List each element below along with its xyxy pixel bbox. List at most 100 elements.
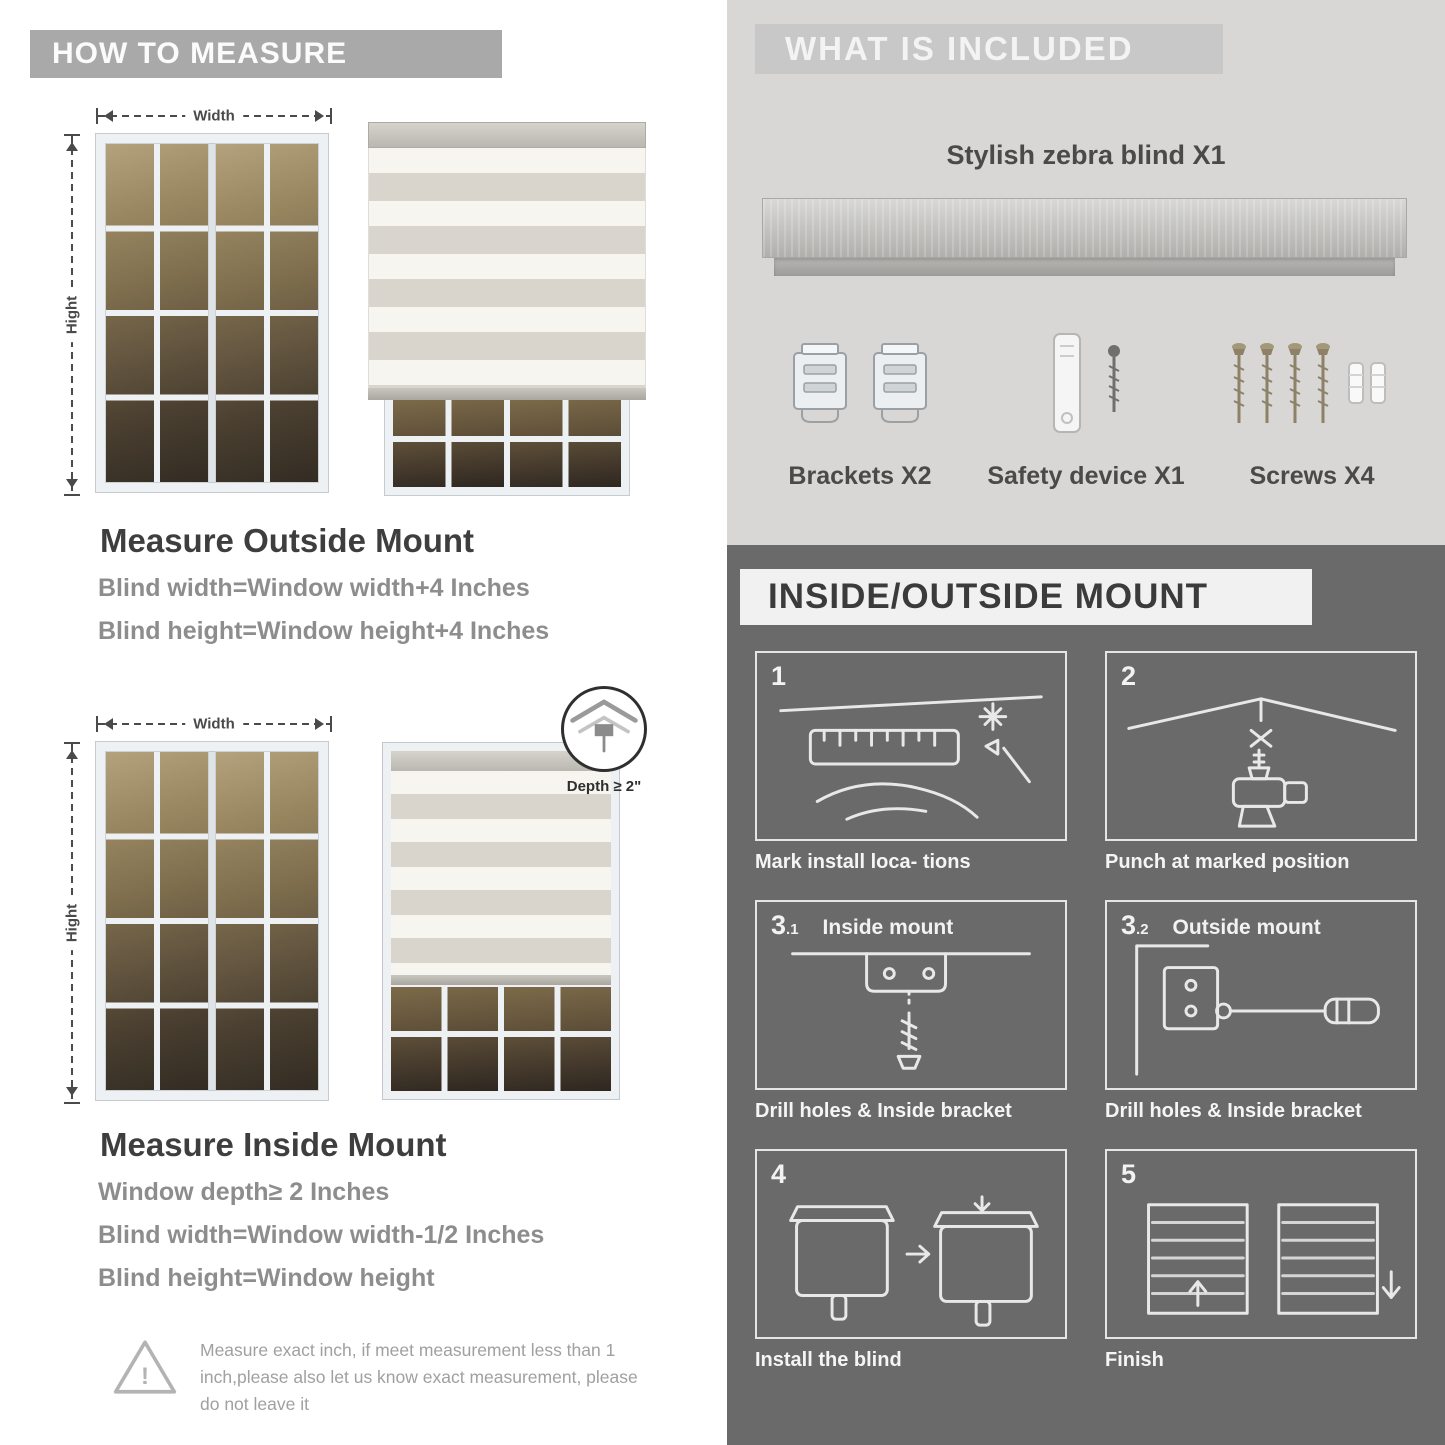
- window-casement-left: [105, 751, 209, 1091]
- included-item-brackets: Brackets X2: [747, 318, 973, 491]
- warning-triangle-icon: !: [112, 1337, 178, 1397]
- step-number: 3: [771, 910, 787, 940]
- headrail-bar: [762, 198, 1407, 258]
- outside-mount-title: Measure Outside Mount: [100, 522, 475, 559]
- measurement-warning: ! Measure exact inch, if meet measuremen…: [112, 1337, 642, 1418]
- window-pane: [391, 987, 498, 1091]
- included-item-screws: Screws X4: [1199, 318, 1425, 491]
- right-column: WHAT IS INCLUDED Stylish zebra blind X1: [727, 0, 1445, 1445]
- step-1-header: 1: [757, 653, 1065, 692]
- headrail-lip: [774, 258, 1395, 276]
- height-dimension-arrow: Hight: [63, 742, 81, 1104]
- step-5-box: 5: [1105, 1149, 1417, 1339]
- how-to-measure-section: HOW TO MEASURE Width Hight: [0, 0, 712, 1445]
- what-is-included-section: WHAT IS INCLUDED Stylish zebra blind X1: [727, 0, 1445, 545]
- inside-mount-line-2: Blind width=Window width-1/2 Inches: [98, 1221, 545, 1249]
- inside-mount-line-1: Window depth≥ 2 Inches: [98, 1178, 390, 1206]
- install-blind-illustration: [789, 1195, 1039, 1327]
- window-pane: [504, 987, 611, 1091]
- inside-mount-line-3: Blind height=Window height: [98, 1264, 435, 1292]
- zebra-blind-inside-window: [382, 742, 620, 1100]
- installation-steps-grid: 1 Mar: [755, 651, 1417, 1372]
- step-title: Outside mount: [1172, 916, 1321, 939]
- step-number-sub: .2: [1136, 921, 1149, 938]
- step-4-header: 4: [757, 1151, 1065, 1190]
- step-4: 4 Ins: [755, 1149, 1067, 1372]
- step-caption: Drill holes & Inside bracket: [755, 1100, 1012, 1122]
- how-to-measure-title: HOW TO MEASURE: [52, 37, 348, 70]
- mark-locations-illustration: [779, 695, 1043, 821]
- window-corner-detail-icon: [570, 699, 638, 753]
- blind-stripes: [391, 771, 611, 975]
- drill-illustration: [1127, 697, 1397, 828]
- step-5-header: 5: [1107, 1151, 1415, 1190]
- step-2-header: 2: [1107, 653, 1415, 692]
- window-pane: [393, 400, 504, 487]
- window-illustration: [96, 134, 328, 492]
- window-casement-left: [105, 143, 209, 483]
- depth-label: Depth ≥ 2": [566, 778, 642, 795]
- bracket-icon: [873, 343, 927, 423]
- blind-quantity-label: Stylish zebra blind X1: [946, 140, 1226, 170]
- step-caption: Punch at marked position: [1105, 851, 1350, 873]
- step-number: 5: [1121, 1159, 1137, 1189]
- included-items: Brackets X2: [747, 318, 1425, 491]
- width-label: Width: [185, 107, 243, 125]
- exclamation-mark: !: [141, 1363, 149, 1390]
- blind-bottom-rail: [391, 975, 611, 985]
- width-dimension-arrow: Width: [96, 107, 332, 125]
- step-2: 2 Pun: [1105, 651, 1417, 874]
- blind-headrail-illustration: [762, 198, 1407, 276]
- inside-outside-mount-section: INSIDE/OUTSIDE MOUNT 1: [727, 545, 1445, 1445]
- outside-mount-line-1: Blind width=Window width+4 Inches: [98, 574, 530, 602]
- zebra-blind-illustration: [368, 122, 646, 496]
- outside-mount-line-2: Blind height=Window height+4 Inches: [98, 617, 550, 645]
- step-number: 3: [1121, 910, 1137, 940]
- screws-icon: [1227, 318, 1397, 450]
- outside-bracket-illustration: [1135, 944, 1380, 1076]
- width-dimension-arrow: Width: [96, 715, 332, 733]
- warning-text: Measure exact inch, if meet measurement …: [200, 1340, 638, 1415]
- step-3-2: 3.2 Outside mount: [1105, 900, 1417, 1123]
- step-1-box: 1: [755, 651, 1067, 841]
- brackets-label: Brackets X2: [788, 462, 932, 490]
- included-item-safety-device: Safety device X1: [973, 318, 1199, 491]
- height-label: Hight: [63, 287, 81, 343]
- window-bottom-view: [391, 987, 611, 1091]
- step-caption: Install the blind: [755, 1349, 902, 1371]
- blind-stripes: [368, 148, 646, 388]
- step-3-1-header: 3.1 Inside mount: [757, 902, 1065, 941]
- step-3-1-box: 3.1 Inside mount: [755, 900, 1067, 1090]
- blind-cassette: [391, 751, 611, 771]
- step-number: 1: [771, 661, 787, 691]
- inside-outside-mount-title: INSIDE/OUTSIDE MOUNT: [768, 577, 1209, 616]
- inside-mount-figure: Width Hight: [0, 686, 712, 1104]
- step-number: 4: [771, 1159, 787, 1189]
- step-3-2-header: 3.2 Outside mount: [1107, 902, 1415, 941]
- width-label: Width: [185, 715, 243, 733]
- screws-label: Screws X4: [1249, 462, 1375, 490]
- window-casement-right: [215, 751, 319, 1091]
- height-dimension-arrow: Hight: [63, 134, 81, 496]
- step-caption: Drill holes & Inside bracket: [1105, 1100, 1362, 1122]
- window-bottom-view: [384, 400, 630, 496]
- window-pane: [510, 400, 621, 487]
- window-illustration: [96, 742, 328, 1100]
- brackets-icon: [788, 318, 932, 450]
- safety-device-icon: [1048, 318, 1124, 450]
- triangle-outline-icon: [113, 1340, 177, 1394]
- height-label: Hight: [63, 895, 81, 951]
- step-number: 2: [1121, 661, 1137, 691]
- step-number-sub: .1: [786, 921, 799, 938]
- step-4-box: 4: [755, 1149, 1067, 1339]
- blind-cassette: [368, 122, 646, 148]
- bracket-icon: [793, 343, 847, 423]
- depth-detail-circle: [561, 686, 647, 772]
- step-3-2-box: 3.2 Outside mount: [1105, 900, 1417, 1090]
- screws-and-anchors-icon: [1230, 341, 1386, 425]
- step-5: 5 Finish: [1105, 1149, 1417, 1372]
- what-is-included-header: WHAT IS INCLUDED: [755, 24, 1223, 74]
- window-casement-right: [215, 143, 319, 483]
- step-1: 1 Mar: [755, 651, 1067, 874]
